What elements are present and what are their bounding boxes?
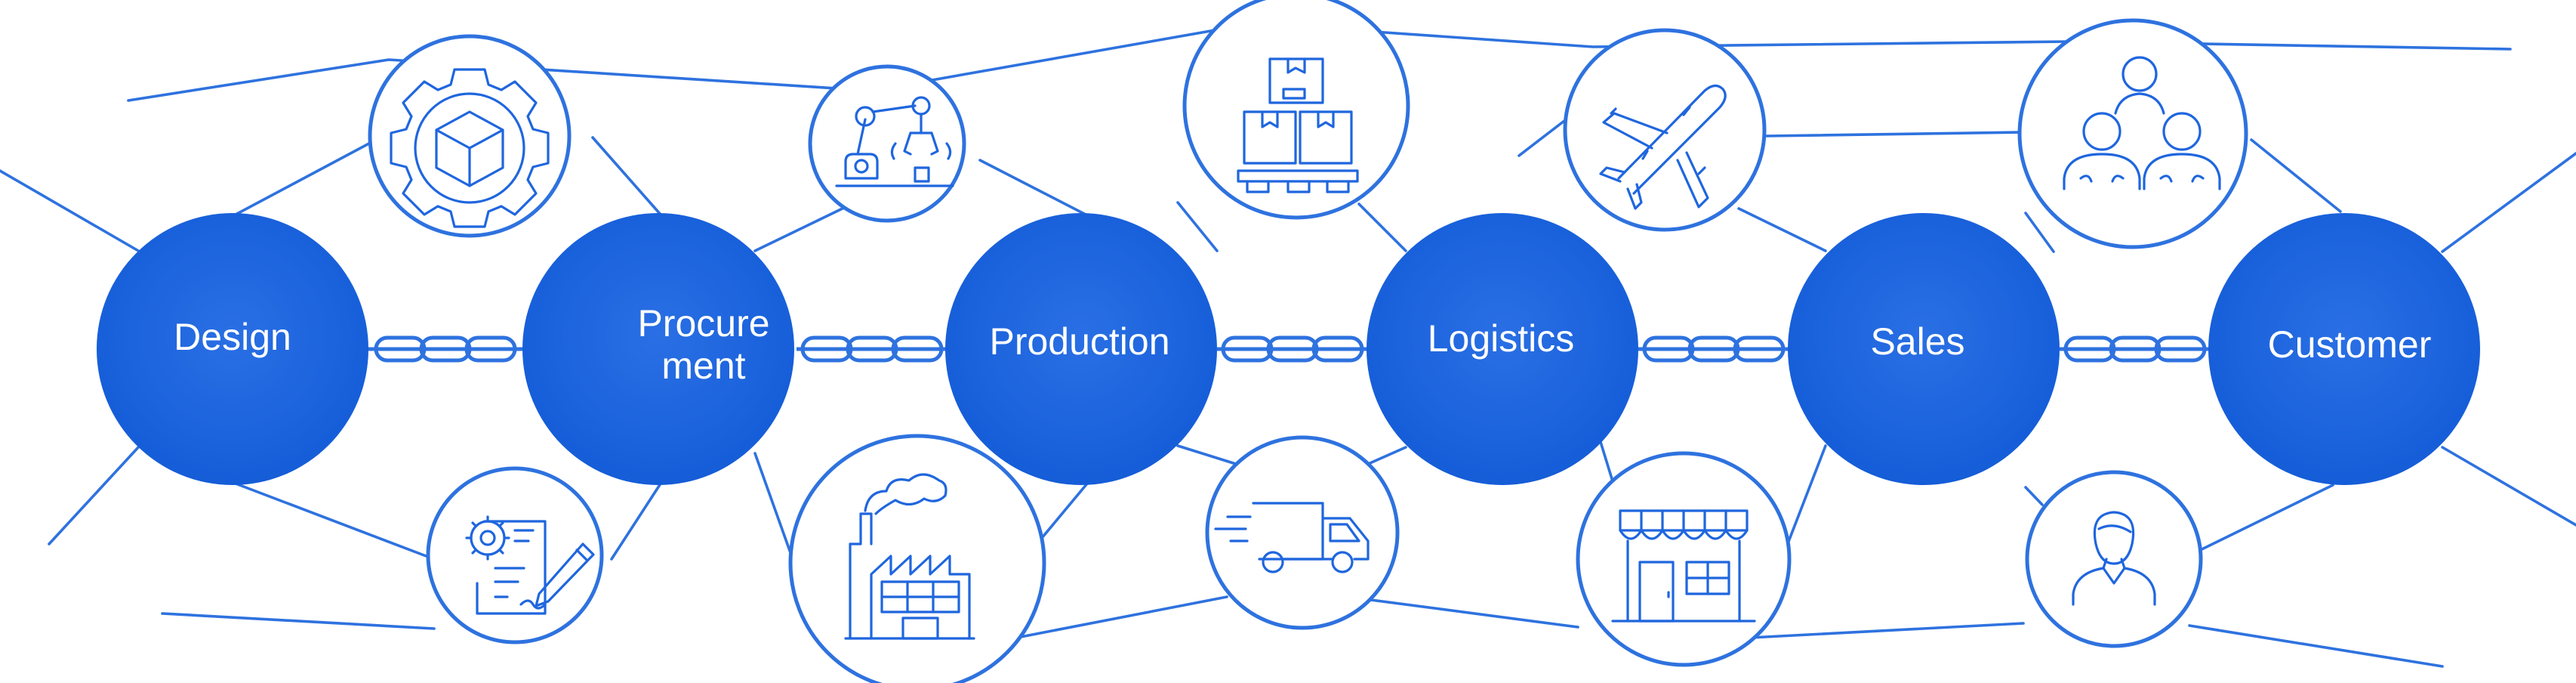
stage-label-line: Design [174,316,291,358]
storefront-icon-circle [1576,451,1792,667]
pallet-boxes-icon [1237,57,1359,193]
stage-design: Design [97,213,368,485]
stage-label-line: Customer [2268,323,2432,366]
airplane-icon [1599,84,1727,210]
stage-label: Customer [2268,323,2432,366]
stage-label: Logistics [1428,317,1575,360]
stage-label-line: Logistics [1428,317,1575,360]
robot-arm-icon [835,96,954,187]
chain-sales-customer [2060,335,2211,363]
chain-design-procurement [366,335,526,363]
document-gear-icon [465,515,595,615]
stage-label-line: Sales [1870,320,1964,363]
stage-logistics: Logistics [1367,213,1638,485]
delivery-truck-icon-circle [1205,435,1400,630]
robot-arm-icon-circle [808,64,966,223]
factory-icon-circle [788,434,1046,683]
stage-production: Production [945,213,1217,485]
stage-label: Sales [1870,320,1964,363]
stage-label-line: Production [989,320,1169,363]
stage-customer: Customer [2208,213,2480,485]
chain-procurement-production [797,335,948,363]
stage-label: Design [174,316,291,358]
pallet-boxes-icon-circle [1182,0,1410,220]
gear-cube-icon-circle [368,34,572,238]
stage-label-line: ment [661,345,745,387]
network-lines [0,22,2576,668]
chain-production-logistics [1217,335,1368,363]
person-icon-circle [2025,470,2203,648]
delivery-truck-icon [1214,502,1370,573]
chain-connectors [366,335,2211,363]
stage-sales: Sales [1788,213,2060,485]
factory-icon [844,473,975,640]
gear-cube-icon [390,68,550,228]
storefront-icon [1611,509,1756,623]
stage-label-line: Procure [637,302,769,345]
stage-label: Production [989,320,1169,363]
people-group-icon [2063,56,2221,190]
people-group-icon-circle [2017,18,2248,249]
chain-logistics-sales [1638,335,1789,363]
person-icon [2072,511,2156,606]
document-gear-icon-circle [426,466,604,644]
